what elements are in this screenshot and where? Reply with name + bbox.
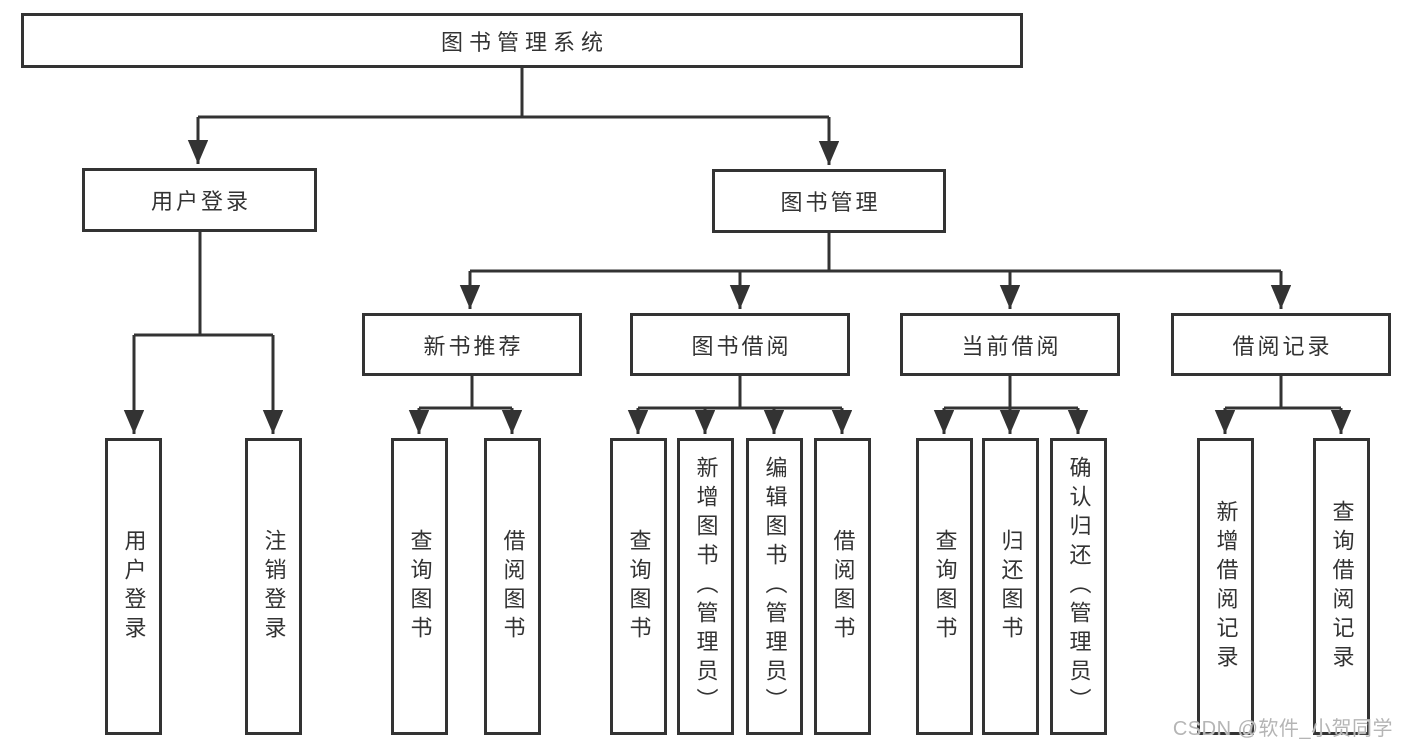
connector-records-split bbox=[1225, 376, 1341, 410]
connector-borrow-split bbox=[638, 376, 842, 410]
leaf-current-query-books: 查询图书 bbox=[916, 438, 973, 735]
node-borrow-records: 借阅记录 bbox=[1171, 313, 1391, 376]
node-book-management: 图书管理 bbox=[712, 169, 946, 233]
leaf-borrow-query-books: 查询图书 bbox=[610, 438, 667, 735]
leaf-borrow-add-books-admin: 新增图书（管理员） bbox=[677, 438, 734, 735]
leaf-logout: 注销登录 bbox=[245, 438, 302, 735]
node-book-borrow: 图书借阅 bbox=[630, 313, 850, 376]
connector-root-split bbox=[198, 68, 829, 119]
leaf-current-return-books: 归还图书 bbox=[982, 438, 1039, 735]
node-user-login: 用户登录 bbox=[82, 168, 317, 232]
connector-management-split bbox=[470, 233, 1281, 273]
connector-user-split bbox=[134, 232, 273, 337]
connector-recommend-split bbox=[419, 376, 512, 410]
leaf-records-add-record: 新增借阅记录 bbox=[1197, 438, 1254, 735]
leaf-recommend-query-books: 查询图书 bbox=[391, 438, 448, 735]
connector-current-split bbox=[944, 376, 1078, 410]
leaf-recommend-borrow-books: 借阅图书 bbox=[484, 438, 541, 735]
node-root-library-system: 图书管理系统 bbox=[21, 13, 1023, 68]
leaf-records-query-record: 查询借阅记录 bbox=[1313, 438, 1370, 735]
leaf-current-confirm-return-admin: 确认归还（管理员） bbox=[1050, 438, 1107, 735]
node-new-book-recommend: 新书推荐 bbox=[362, 313, 582, 376]
node-current-borrow: 当前借阅 bbox=[900, 313, 1120, 376]
leaf-borrow-edit-books-admin: 编辑图书（管理员） bbox=[746, 438, 803, 735]
leaf-borrow-borrow-books: 借阅图书 bbox=[814, 438, 871, 735]
leaf-user-login: 用户登录 bbox=[105, 438, 162, 735]
